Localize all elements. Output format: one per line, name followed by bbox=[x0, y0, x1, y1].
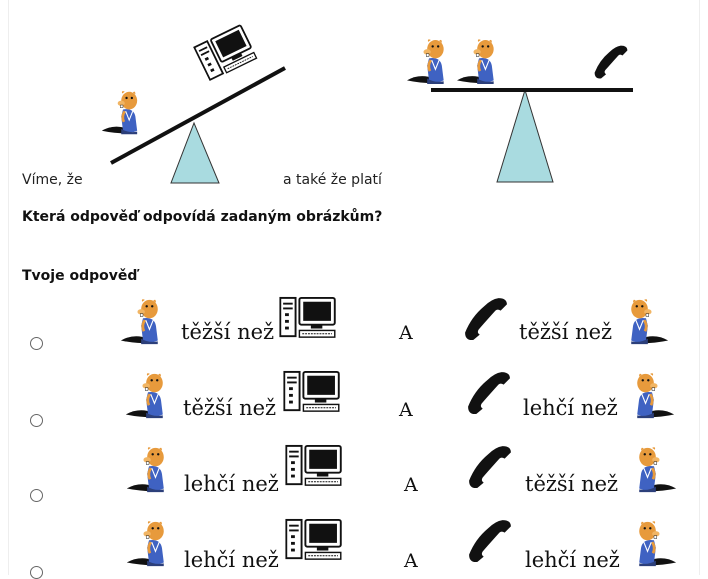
telephone-icon bbox=[462, 296, 510, 342]
computer-icon bbox=[283, 370, 341, 414]
beaver-icon bbox=[101, 90, 145, 136]
seesaw-fulcrum-right bbox=[496, 88, 554, 183]
beaver-icon bbox=[627, 520, 681, 568]
answer-option-1[interactable]: těžší než A těžší než bbox=[9, 290, 699, 360]
beaver-icon bbox=[625, 372, 679, 420]
radio-option-3[interactable] bbox=[30, 489, 43, 502]
left-relation-label: lehčí než bbox=[184, 548, 279, 572]
left-relation-label: těžší než bbox=[181, 320, 275, 344]
right-relation-label: těžší než bbox=[519, 320, 613, 344]
telephone-icon bbox=[466, 444, 514, 490]
intro-text-left: Víme, že bbox=[22, 172, 83, 188]
seesaw-left bbox=[110, 66, 286, 184]
conjunction-label: A bbox=[399, 399, 413, 421]
telephone-icon bbox=[593, 44, 629, 80]
telephone-icon bbox=[465, 370, 513, 416]
radio-option-4[interactable] bbox=[30, 566, 43, 579]
conjunction-label: A bbox=[404, 550, 418, 572]
right-relation-label: lehčí než bbox=[523, 396, 618, 420]
seesaw-fulcrum-left bbox=[170, 121, 220, 184]
computer-icon bbox=[279, 296, 337, 340]
right-relation-label: lehčí než bbox=[525, 548, 620, 572]
seesaw-plank-left bbox=[110, 66, 286, 165]
radio-option-1[interactable] bbox=[30, 337, 43, 350]
beaver-icon bbox=[407, 38, 451, 86]
answer-option-3[interactable]: lehčí než A těžší než bbox=[9, 440, 699, 510]
beaver-icon bbox=[121, 372, 175, 420]
conjunction-label: A bbox=[399, 322, 413, 344]
beaver-icon bbox=[457, 38, 501, 86]
telephone-icon bbox=[466, 518, 514, 564]
conjunction-label: A bbox=[404, 474, 418, 496]
seesaw-right bbox=[431, 88, 633, 183]
right-relation-label: těžší než bbox=[525, 472, 619, 496]
beaver-icon bbox=[627, 446, 681, 494]
answer-heading: Tvoje odpověď bbox=[22, 268, 138, 284]
answer-option-2[interactable]: těžší než A lehčí než bbox=[9, 366, 699, 436]
computer-icon bbox=[285, 444, 343, 488]
answer-option-4[interactable]: lehčí než A lehčí než bbox=[9, 514, 699, 579]
beaver-icon bbox=[122, 446, 176, 494]
beaver-icon bbox=[619, 298, 673, 346]
beaver-icon bbox=[116, 298, 170, 346]
beaver-icon bbox=[122, 520, 176, 568]
computer-icon bbox=[285, 518, 343, 562]
radio-option-2[interactable] bbox=[30, 414, 43, 427]
intro-text-right: a také že platí bbox=[283, 172, 382, 188]
left-relation-label: těžší než bbox=[183, 396, 277, 420]
question-card: Víme, že a také že platí Která odpověď o… bbox=[8, 0, 700, 579]
left-relation-label: lehčí než bbox=[184, 472, 279, 496]
question-prompt: Která odpověď odpovídá zadaným obrázkům? bbox=[22, 209, 383, 225]
